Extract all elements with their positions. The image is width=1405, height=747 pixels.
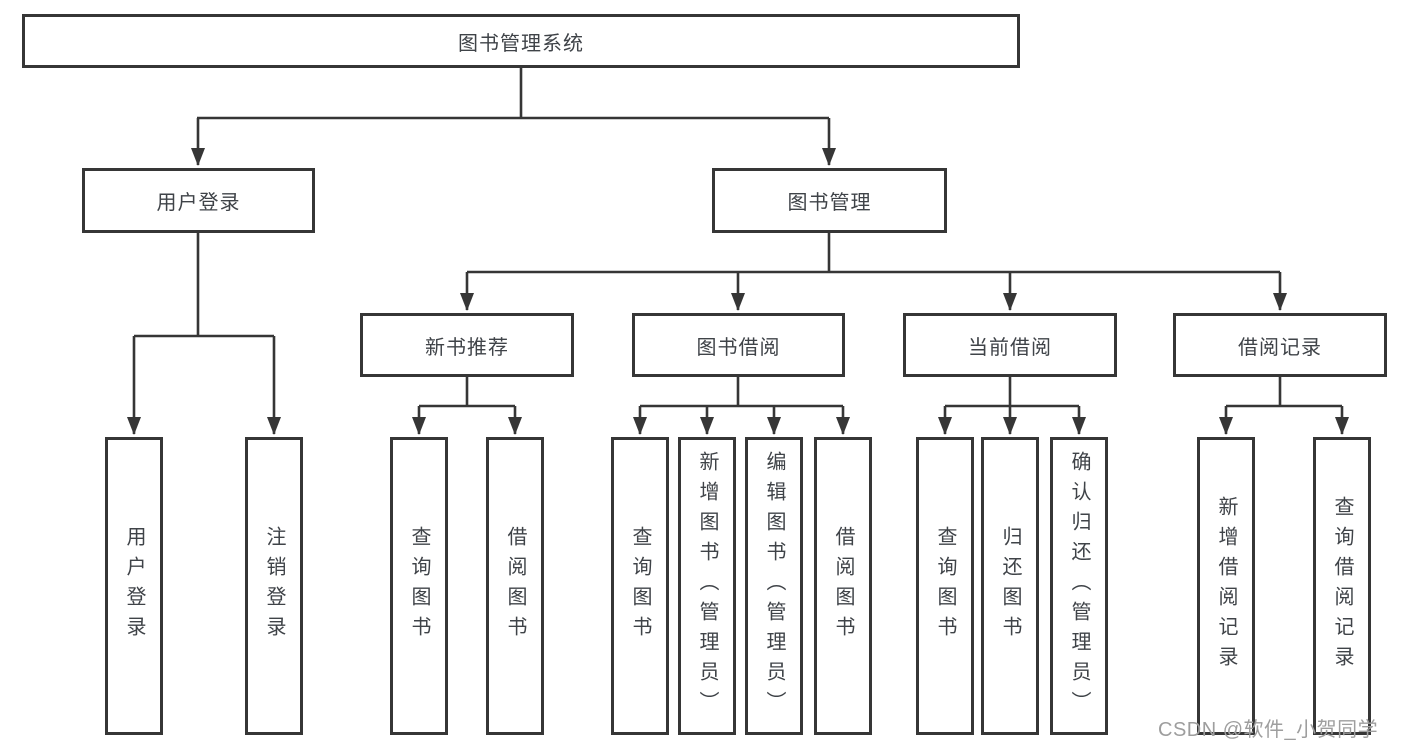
- node-leaf-borrow-books-recommend: 借阅图书: [486, 437, 544, 735]
- csdn-watermark: CSDN @软件_小贺同学: [1158, 719, 1379, 741]
- node-label: 编辑图书（管理员）: [763, 451, 785, 721]
- node-label: 新增图书（管理员）: [696, 451, 718, 721]
- node-label: 注销登录: [263, 526, 285, 646]
- node-leaf-confirm-return-admin: 确认归还（管理员）: [1050, 437, 1108, 735]
- node-label: 查询图书: [934, 526, 956, 646]
- node-leaf-add-book-admin: 新增图书（管理员）: [678, 437, 736, 735]
- node-leaf-query-books-recommend: 查询图书: [390, 437, 448, 735]
- node-label: 查询图书: [629, 526, 651, 646]
- node-leaf-borrow-books-borrowing: 借阅图书: [814, 437, 872, 735]
- node-label: 确认归还（管理员）: [1068, 451, 1090, 721]
- node-label: 归还图书: [999, 526, 1021, 646]
- node-book-management-system: 图书管理系统: [22, 14, 1020, 68]
- node-user-login-branch: 用户登录: [82, 168, 315, 233]
- node-leaf-query-books-borrowing: 查询图书: [611, 437, 669, 735]
- node-leaf-logout: 注销登录: [245, 437, 303, 735]
- node-leaf-return-book: 归还图书: [981, 437, 1039, 735]
- node-label: 借阅记录: [1238, 336, 1322, 359]
- node-book-management-branch: 图书管理: [712, 168, 947, 233]
- connector-arrows: [127, 118, 1349, 435]
- node-label: 查询图书: [408, 526, 430, 646]
- node-label: 当前借阅: [968, 336, 1052, 359]
- node-leaf-user-login: 用户登录: [105, 437, 163, 735]
- node-label: 用户登录: [123, 526, 145, 646]
- node-label: 新增借阅记录: [1215, 496, 1237, 676]
- node-leaf-query-books-current: 查询图书: [916, 437, 974, 735]
- node-label: 借阅图书: [832, 526, 854, 646]
- node-label: 图书管理: [787, 192, 872, 214]
- node-label: 借阅图书: [504, 526, 526, 646]
- node-new-book-recommend: 新书推荐: [360, 313, 574, 377]
- node-leaf-query-borrow-record: 查询借阅记录: [1313, 437, 1371, 735]
- node-label: 查询借阅记录: [1331, 496, 1353, 676]
- node-label: 用户登录: [156, 192, 241, 214]
- node-borrowing-records: 借阅记录: [1173, 313, 1387, 377]
- node-label: 新书推荐: [425, 336, 509, 359]
- node-current-borrowing: 当前借阅: [903, 313, 1117, 377]
- node-label: 图书管理系统: [458, 32, 584, 55]
- node-label: 图书借阅: [696, 336, 781, 359]
- node-book-borrowing: 图书借阅: [632, 313, 845, 377]
- node-leaf-edit-book-admin: 编辑图书（管理员）: [745, 437, 803, 735]
- node-leaf-add-borrow-record: 新增借阅记录: [1197, 437, 1255, 735]
